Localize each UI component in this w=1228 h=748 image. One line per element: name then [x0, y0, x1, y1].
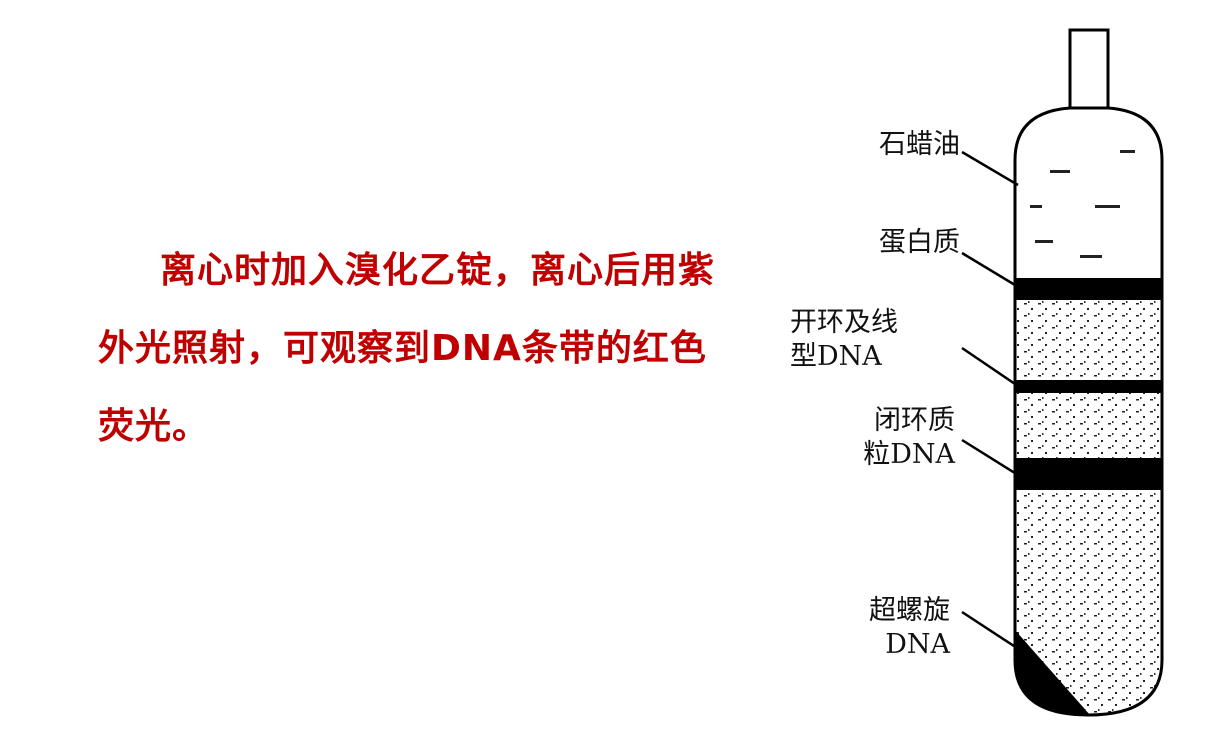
- description-paragraph: 离心时加入溴化乙锭，离心后用紫外光照射，可观察到DNA条带的红色荧光。: [98, 250, 716, 447]
- leader-lines: [961, 150, 1021, 652]
- label-closed-plasmid-dna: 闭环质粒DNA: [863, 405, 955, 470]
- tube-neck: [1068, 28, 1110, 114]
- band-supercoiled-dna: [1015, 630, 1090, 715]
- band-open-linear-dna: [1015, 380, 1162, 393]
- label-protein: 蛋白质: [879, 227, 960, 258]
- label-open-linear-dna: 开环及线型DNA: [790, 307, 898, 372]
- label-paraffin-oil: 石蜡油: [879, 129, 960, 160]
- band-protein: [1015, 278, 1162, 300]
- band-closed-plasmid-dna: [1015, 458, 1162, 490]
